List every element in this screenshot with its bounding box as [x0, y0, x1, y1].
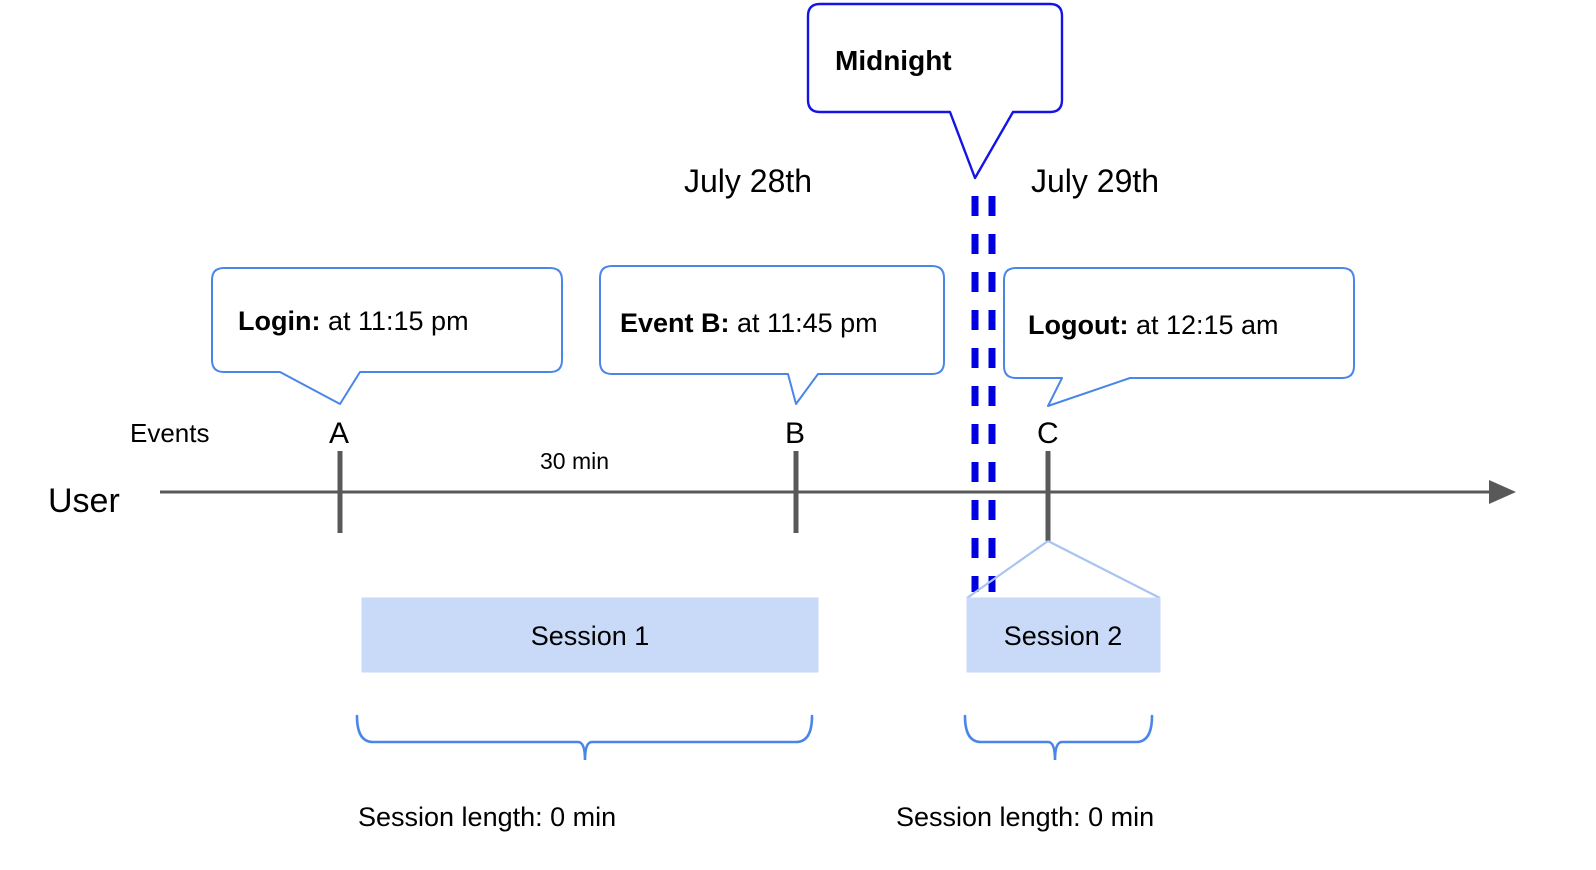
logout-callout-bold: Logout: — [1028, 310, 1128, 340]
session2-connector — [966, 540, 1161, 599]
user-lane-label: User — [48, 482, 120, 520]
session-1-rect — [361, 597, 819, 673]
event-callout-login[interactable]: Login: at 11:15 pm — [211, 267, 563, 405]
eventb-callout-bold: Event B: — [620, 308, 730, 338]
session-2-label: Session 2 — [1004, 621, 1123, 651]
login-callout-text: Login: at 11:15 pm — [238, 306, 469, 336]
session2-connector-right — [1047, 540, 1161, 599]
midnight-callout-label: Midnight — [835, 45, 952, 76]
eventb-callout-bubble — [599, 265, 945, 405]
login-callout-bold: Login: — [238, 306, 320, 336]
event-callout-logout[interactable]: Logout: at 12:15 am — [1003, 267, 1355, 407]
tick-label-b: B — [785, 417, 805, 450]
session-1-length-label: Session length: 0 min — [358, 802, 616, 832]
events-lane-label: Events — [130, 418, 210, 448]
session-2-length-label: Session length: 0 min — [896, 802, 1154, 832]
logout-callout-bubble — [1003, 267, 1355, 407]
logout-callout-text: Logout: at 12:15 am — [1028, 310, 1279, 340]
tick-label-a: A — [329, 417, 349, 450]
timeline-axis — [160, 451, 1516, 541]
session-2-box[interactable]: Session 2 — [966, 597, 1161, 673]
midnight-callout[interactable]: Midnight — [806, 2, 1064, 180]
midnight-callout-bubble — [806, 2, 1064, 180]
session-1-label: Session 1 — [531, 621, 650, 651]
session2-connector-left — [966, 540, 1049, 599]
session-2-rect — [966, 597, 1161, 673]
event-callout-eventb[interactable]: Event B: at 11:45 pm — [599, 265, 945, 405]
session-1-brace-path — [355, 714, 814, 761]
tick-label-c: C — [1037, 417, 1059, 450]
login-callout-bubble — [211, 267, 563, 405]
logout-callout-rest: at 12:15 am — [1128, 310, 1278, 340]
interval-label-30min: 30 min — [540, 448, 609, 474]
session-1-brace — [355, 714, 814, 761]
session-2-brace — [963, 714, 1154, 761]
eventb-callout-text: Event B: at 11:45 pm — [620, 308, 878, 338]
session-2-brace-path — [963, 714, 1154, 761]
session-1-box[interactable]: Session 1 — [361, 597, 819, 673]
date-label-left: July 28th — [684, 163, 812, 199]
date-label-right: July 29th — [1031, 163, 1159, 199]
midnight-boundary-lines — [971, 196, 996, 592]
eventb-callout-rest: at 11:45 pm — [730, 308, 878, 338]
login-callout-rest: at 11:15 pm — [320, 306, 468, 336]
